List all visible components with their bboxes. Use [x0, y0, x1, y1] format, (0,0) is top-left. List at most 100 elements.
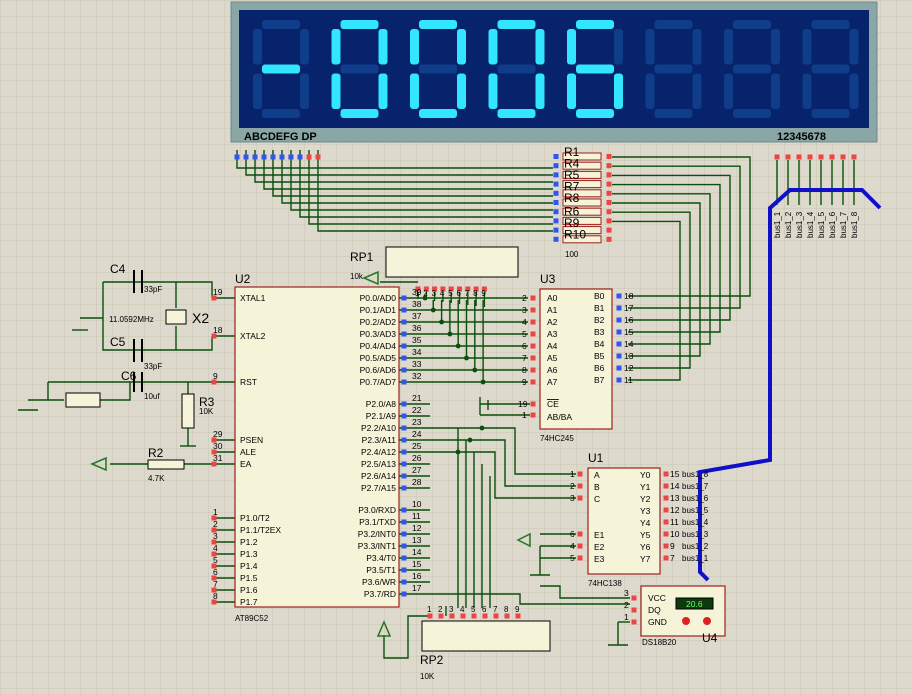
u2-pin-4-num: 4 [213, 543, 218, 553]
u1-bus-1: bus1_8 [682, 470, 709, 479]
pin-marker [515, 613, 521, 619]
digit-3-segment-g [419, 64, 457, 74]
u2-pin-15-name: P3.5/T1 [366, 565, 396, 575]
wire [317, 150, 553, 232]
pin-marker [606, 163, 612, 169]
u3-pin-2-name: A0 [547, 293, 558, 303]
u2-pin-18-num: 18 [213, 325, 223, 335]
wire [612, 220, 681, 381]
pin-marker [415, 286, 421, 292]
pin-marker [401, 473, 407, 479]
u3-pin-2-num: 2 [522, 293, 527, 303]
pin-marker [553, 181, 559, 187]
pin-marker [606, 200, 612, 205]
u3-pin-16-name: B2 [594, 315, 605, 325]
pin-marker [829, 154, 835, 160]
pin-marker [297, 154, 303, 160]
wire [612, 193, 711, 345]
u4-pin-2-num: 2 [624, 600, 629, 610]
u1-pin-7-num: 7 [670, 553, 675, 563]
resistor-body-3 [562, 170, 602, 179]
u2-pin-28-name: P2.7/A15 [361, 483, 396, 493]
digit-1-segment-b [300, 29, 309, 65]
pin-marker [401, 579, 407, 585]
x2-value: 11.0592MHz [109, 315, 154, 324]
u2-pin-7-name: P1.6 [240, 585, 258, 595]
pin-marker [493, 613, 499, 619]
rp2-pullup-arrow [376, 620, 392, 637]
u2-pin-12-name: P3.2/INT0 [358, 529, 397, 539]
wire [263, 150, 553, 190]
pin-marker [440, 286, 446, 292]
digit-2-segment-e [331, 73, 341, 109]
u3-pin-4-name: A2 [547, 317, 558, 327]
pin-marker [616, 365, 622, 371]
pin-marker [211, 333, 217, 339]
u4-temperature-reading: 20.6 [686, 599, 703, 609]
bus-label-top-3: bus1_3 [795, 211, 804, 238]
u2-pin-31-name: EA [240, 459, 252, 469]
u2-pin-38-name: P0.1/AD1 [360, 305, 397, 315]
pin-marker [481, 286, 487, 292]
digit-5-segment-d [576, 109, 614, 118]
pin-marker [401, 485, 407, 491]
u1-enable-arrow [516, 532, 531, 548]
pin-marker [631, 607, 637, 613]
u2-pin-21-num: 21 [412, 393, 422, 403]
pin-marker [401, 543, 407, 549]
bus-label-top-4: bus1_4 [806, 211, 815, 238]
u1-pin-10-num: 10 [670, 529, 680, 539]
digit-3-segment-e [410, 73, 419, 109]
pin-marker [211, 449, 217, 455]
digit-3-segment-b [457, 29, 466, 65]
u1-pin-1-name: A [594, 470, 600, 480]
wire [272, 150, 553, 197]
pin-marker [663, 531, 669, 537]
u2-pin-10-name: P3.0/RXD [358, 505, 396, 515]
c5-value: 33pF [144, 362, 162, 371]
u2-pin-25-num: 25 [412, 441, 422, 451]
pin-marker [401, 295, 407, 301]
u2-pin-28-num: 28 [412, 477, 422, 487]
u2-pin-11-name: P3.1/TXD [359, 517, 396, 527]
u1-pin-1-num: 1 [570, 469, 575, 479]
pin-marker [807, 154, 813, 160]
u2-pin-37-num: 37 [412, 311, 422, 321]
digit-8-segment-b [849, 29, 859, 65]
u4-ref: U4 [702, 631, 718, 645]
u3-pin-5-num: 5 [522, 329, 527, 339]
pin-marker [840, 154, 846, 160]
pin-marker [473, 286, 479, 292]
pin-marker [553, 154, 559, 159]
pin-marker [211, 539, 217, 545]
u2-pin-27-num: 27 [412, 465, 422, 475]
u2-pin-30-name: ALE [240, 447, 256, 457]
pin-marker [401, 555, 407, 561]
pin-marker [631, 619, 637, 625]
u2-pin-5-name: P1.4 [240, 561, 258, 571]
resistor-label-7: R9 [564, 216, 580, 230]
seven-segment-display[interactable]: ABCDEFG DP 12345678 [230, 1, 878, 143]
pin-marker [774, 154, 780, 160]
u2-pin-22-name: P2.1/A9 [366, 411, 397, 421]
rp2-pin-9: 9 [515, 605, 520, 614]
digit-5-segment-e [567, 73, 576, 109]
pin-marker [553, 227, 559, 233]
pin-marker [211, 461, 217, 467]
digit-4-segment-a [497, 20, 536, 29]
pin-marker [457, 286, 462, 292]
pin-marker [270, 154, 276, 160]
resistor-label-3: R5 [564, 168, 580, 182]
rp1-pin-8: 8 [473, 289, 478, 298]
u3-pin-6-name: A4 [547, 341, 558, 351]
pin-marker [504, 613, 510, 619]
u1-pin-3-num: 3 [570, 493, 575, 503]
u1-bus-3: bus1_6 [682, 494, 709, 503]
rp2-pin-6: 6 [482, 605, 487, 614]
pin-marker [663, 495, 669, 501]
pin-marker [306, 154, 312, 160]
u2-pin-33-name: P0.6/AD6 [360, 365, 397, 375]
u3-pin-6-num: 6 [522, 341, 527, 351]
u3-pin-18-num: 18 [624, 291, 634, 301]
